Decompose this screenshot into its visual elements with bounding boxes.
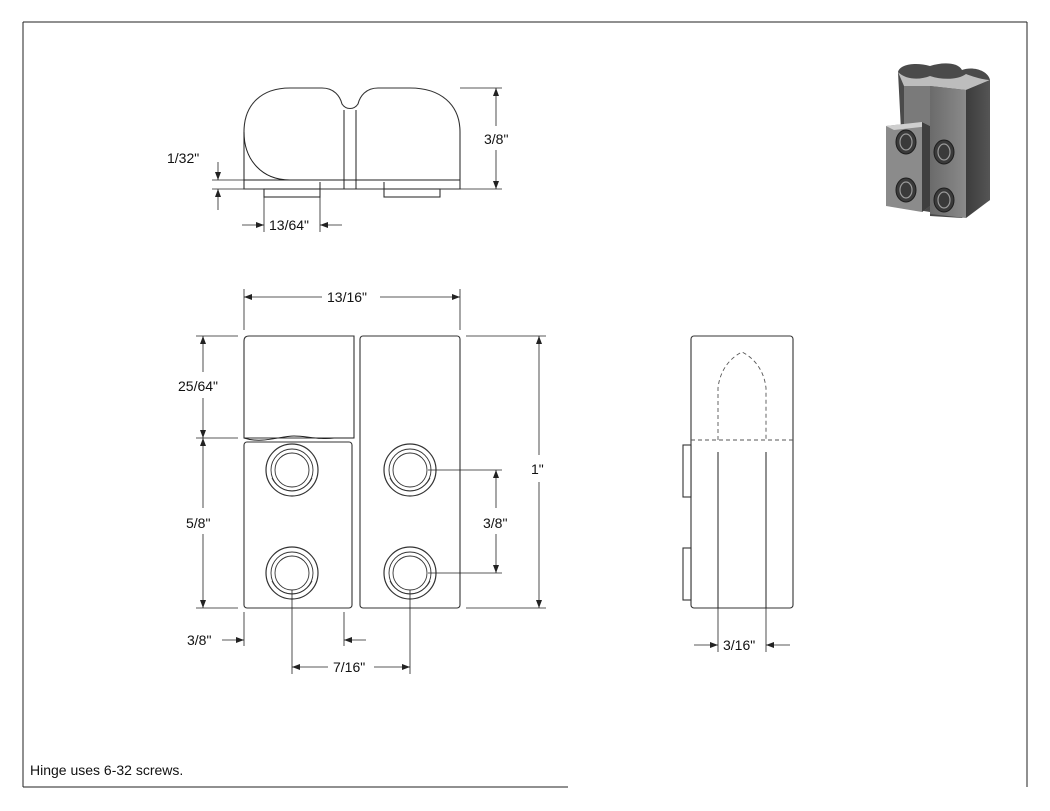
dim-label-front-width: 13/16" [327, 289, 367, 305]
side-view-body [690, 335, 794, 609]
dim-front-width: 13/16" [243, 289, 461, 330]
top-view-outline [243, 87, 461, 190]
side-view-tab-upper [682, 444, 692, 498]
front-view-left-leaf-upper [243, 335, 355, 439]
dim-label-top-height: 3/8" [484, 131, 508, 147]
iso-render [886, 63, 990, 218]
screw-note: Hinge uses 6-32 screws. [30, 762, 184, 778]
dim-label-hole-spacing-vertical: 3/8" [483, 515, 507, 531]
dim-front-total-height: 1" [466, 335, 546, 609]
top-view-pin-right [383, 188, 441, 198]
dim-top-height: 3/8" [460, 87, 508, 190]
dim-label-top-thickness: 1/32" [167, 150, 199, 166]
hole-top-right [383, 443, 437, 497]
dim-hole-spacing-horizontal: 7/16" [291, 590, 411, 675]
dim-label-front-total-height: 1" [531, 461, 544, 477]
side-view [682, 335, 794, 609]
top-view [243, 87, 461, 198]
dim-label-hole-spacing-horizontal: 7/16" [333, 659, 365, 675]
dim-label-top-pin-width: 13/64" [269, 217, 309, 233]
hole-top-left [265, 443, 319, 497]
dim-front-top-height: 25/64" [178, 335, 238, 439]
sheet-border [22, 21, 1028, 788]
dim-top-pin-width: 13/64" [242, 197, 342, 233]
dim-side-hole-width: 3/16" [694, 608, 790, 653]
dim-label-hole-edge-offset: 3/8" [187, 632, 211, 648]
dim-label-front-lower-height: 5/8" [186, 515, 210, 531]
top-view-pin-left [263, 188, 321, 198]
dim-front-lower-height: 5/8" [186, 438, 238, 609]
front-view [243, 335, 461, 609]
dim-hole-spacing-vertical: 3/8" [428, 469, 507, 574]
dim-hole-edge-offset: 3/8" [187, 612, 366, 648]
dim-label-side-hole-width: 3/16" [723, 637, 755, 653]
dim-label-front-top-height: 25/64" [178, 378, 218, 394]
side-view-tab-lower [682, 547, 692, 601]
dim-top-thickness: 1/32" [167, 150, 244, 210]
